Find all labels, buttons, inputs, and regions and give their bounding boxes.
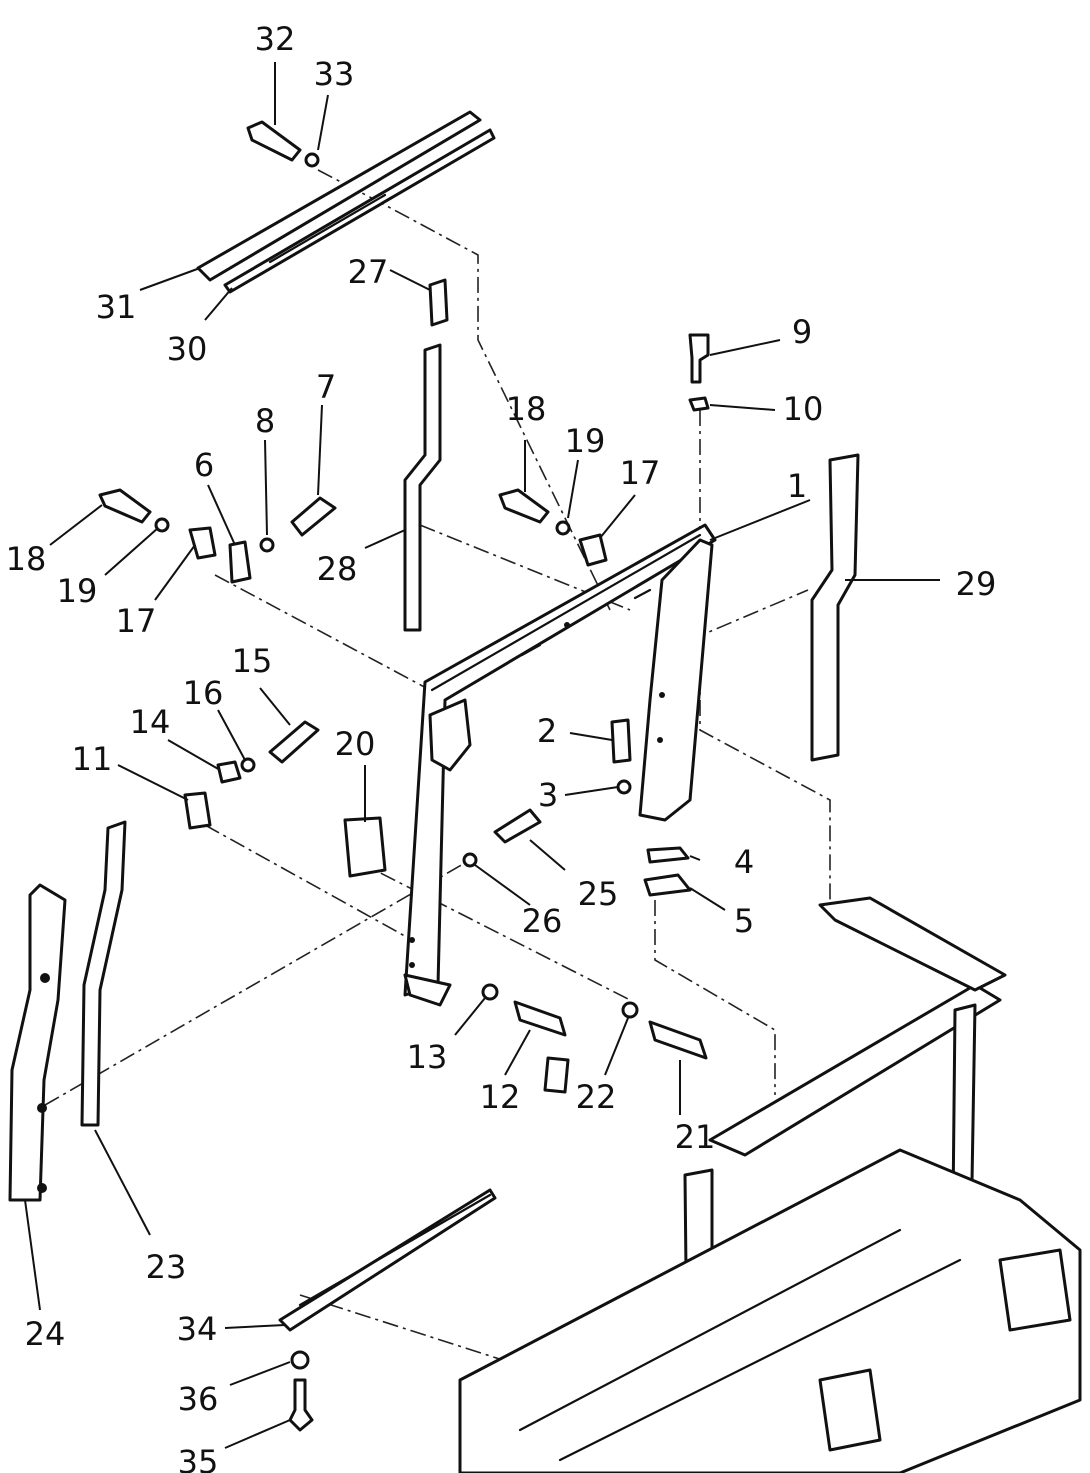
floor-frame: [458, 896, 1082, 1473]
callout-31: 31: [96, 288, 137, 326]
callout-1: 1: [787, 467, 807, 505]
callout-35: 35: [178, 1443, 219, 1473]
callout-28: 28: [317, 550, 358, 588]
callout-33: 33: [314, 55, 355, 93]
callout-23: 23: [146, 1248, 187, 1286]
callout-30: 30: [167, 330, 208, 368]
callout-8: 8: [255, 402, 275, 440]
callout-labels: 1 2 3 4 5 6 7 8 9 10 11 12 13 14 15 16 1…: [6, 20, 997, 1473]
callout-15: 15: [232, 642, 273, 680]
callout-12: 12: [480, 1078, 521, 1116]
callout-13: 13: [407, 1038, 448, 1076]
callout-4: 4: [734, 843, 754, 881]
callout-19-left: 19: [57, 572, 98, 610]
callout-11: 11: [72, 740, 113, 778]
callout-27: 27: [348, 253, 389, 291]
callout-36: 36: [178, 1380, 219, 1418]
left-posts: [8, 820, 127, 1202]
top-rails: [196, 110, 496, 294]
callout-3: 3: [538, 776, 558, 814]
hardware: [98, 120, 710, 1432]
pillars: [343, 278, 860, 878]
callout-25: 25: [578, 875, 619, 913]
callout-18-right: 18: [506, 390, 547, 428]
callout-19-right: 19: [565, 422, 606, 460]
callout-29: 29: [956, 565, 997, 603]
callout-2: 2: [537, 712, 557, 750]
callout-17-right: 17: [620, 454, 661, 492]
callout-20: 20: [335, 725, 376, 763]
callout-10: 10: [783, 390, 824, 428]
callout-34: 34: [177, 1310, 218, 1348]
callout-7: 7: [316, 368, 336, 406]
callout-32: 32: [255, 20, 296, 58]
bottom-rail: [278, 1188, 497, 1332]
callout-18-left: 18: [6, 540, 47, 578]
callout-5: 5: [734, 902, 754, 940]
callout-21: 21: [675, 1118, 716, 1156]
callout-26: 26: [522, 902, 563, 940]
callout-9: 9: [792, 313, 812, 351]
callout-14: 14: [130, 703, 171, 741]
callout-6: 6: [194, 446, 214, 484]
front-frame: [403, 523, 717, 1007]
callout-17-left: 17: [116, 602, 157, 640]
callout-22: 22: [576, 1078, 617, 1116]
leader-lines: [24, 62, 940, 1449]
callout-24: 24: [25, 1315, 66, 1353]
callout-16: 16: [183, 674, 224, 712]
